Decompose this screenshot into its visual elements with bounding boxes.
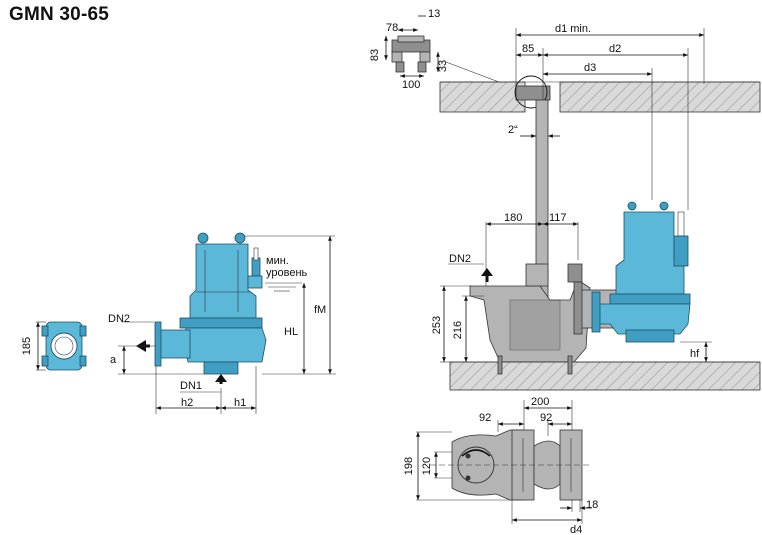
label-120: 120	[421, 457, 433, 475]
label-min-level-2: уровень	[266, 267, 308, 279]
label-h2: h2	[181, 397, 193, 409]
label-83: 83	[369, 49, 381, 61]
model-title: GMN 30-65	[9, 4, 110, 25]
label-d3: d3	[584, 62, 596, 74]
label-216: 216	[452, 321, 464, 339]
label-92-right: 92	[540, 412, 552, 424]
pump-installed	[591, 201, 691, 343]
label-100: 100	[402, 79, 420, 91]
outlet-front-view	[36, 321, 87, 371]
label-dn2-left: DN2	[108, 313, 130, 325]
pump-side-view	[118, 232, 336, 414]
label-85: 85	[522, 43, 534, 55]
label-253: 253	[431, 316, 443, 334]
label-hf: hf	[690, 348, 700, 360]
base-plan-view	[416, 400, 592, 524]
guide-bracket-detail	[384, 15, 521, 91]
label-78: 78	[386, 22, 398, 34]
label-h1: h1	[234, 397, 246, 409]
label-d4: d4	[570, 524, 582, 535]
installation-section	[439, 28, 761, 391]
label-2in: 2“	[508, 124, 518, 136]
label-198: 198	[403, 457, 415, 475]
label-hl: HL	[284, 326, 298, 338]
inlet-arrow-icon	[215, 374, 227, 382]
label-d1-min: d1 min.	[555, 23, 591, 35]
label-d2: d2	[609, 43, 621, 55]
label-92-left: 92	[479, 412, 491, 424]
label-min-level-1: мин.	[266, 255, 289, 267]
label-185: 185	[21, 337, 33, 355]
label-200: 200	[531, 396, 549, 408]
label-117: 117	[549, 212, 567, 224]
label-13: 13	[428, 8, 440, 20]
label-a: a	[110, 354, 117, 366]
label-18: 18	[586, 499, 598, 511]
label-dn2-right: DN2	[449, 253, 471, 265]
label-fm: fM	[314, 304, 326, 316]
label-dn1: DN1	[180, 380, 202, 392]
label-33: 33	[437, 60, 449, 72]
outlet-up-arrow-icon	[481, 268, 493, 276]
label-180: 180	[504, 212, 522, 224]
